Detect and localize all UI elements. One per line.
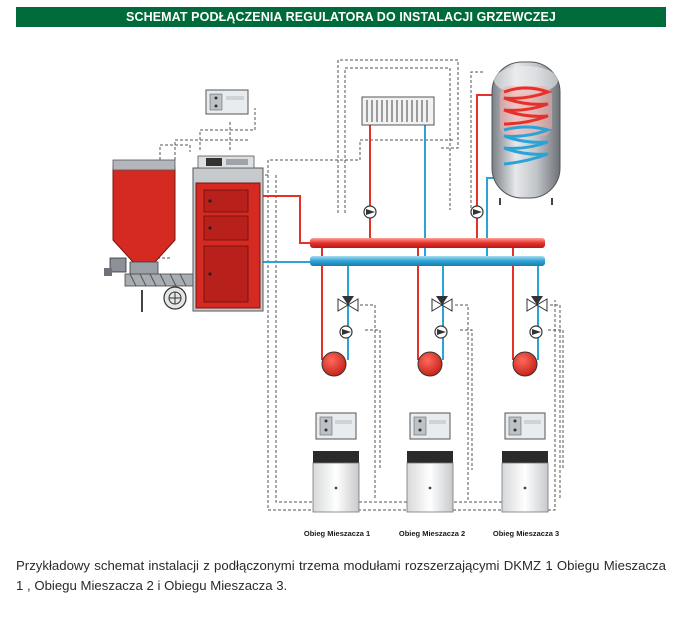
mixer-actuator-2	[406, 451, 454, 513]
circuit-label-2: Obieg Mieszacza 2	[399, 529, 465, 538]
radiator	[361, 96, 435, 126]
hot-water-tank	[491, 61, 561, 205]
diagram-title: SCHEMAT PODŁĄCZENIA REGULATORA DO INSTAL…	[16, 7, 666, 27]
tank-coil-cold	[503, 125, 553, 166]
diagram-caption: Przykładowy schemat instalacji z podłącz…	[16, 558, 666, 593]
blower-fan	[163, 286, 187, 310]
heating-loop-2	[417, 351, 443, 377]
mixing-circuit-2	[417, 296, 453, 377]
radiator-pump	[363, 205, 377, 219]
heating-loop-3	[512, 351, 538, 377]
feeder-motor	[104, 257, 127, 276]
boiler	[192, 155, 264, 312]
heating-loop-1	[321, 351, 347, 377]
circuit-label-1: Obieg Mieszacza 1	[304, 529, 370, 538]
supply-manifold	[310, 238, 545, 248]
mixer-actuator-3	[501, 451, 549, 513]
control-wiring	[139, 59, 564, 511]
mixer-module-1	[315, 412, 357, 440]
room-controller	[205, 89, 249, 115]
mixer-actuator-1	[312, 451, 360, 513]
circuit-label-3: Obieg Mieszacza 3	[493, 529, 559, 538]
mixer-module-2	[409, 412, 451, 440]
feeder-screw	[124, 273, 198, 287]
mixer-module-3	[504, 412, 546, 440]
return-manifold	[310, 256, 545, 266]
fuel-hopper	[112, 159, 176, 277]
mixing-circuit-1	[321, 296, 359, 377]
tank-coil-hot	[503, 86, 553, 126]
mixing-circuit-3	[512, 296, 548, 377]
tank-pump	[470, 205, 484, 219]
supply-pipes	[262, 94, 514, 360]
